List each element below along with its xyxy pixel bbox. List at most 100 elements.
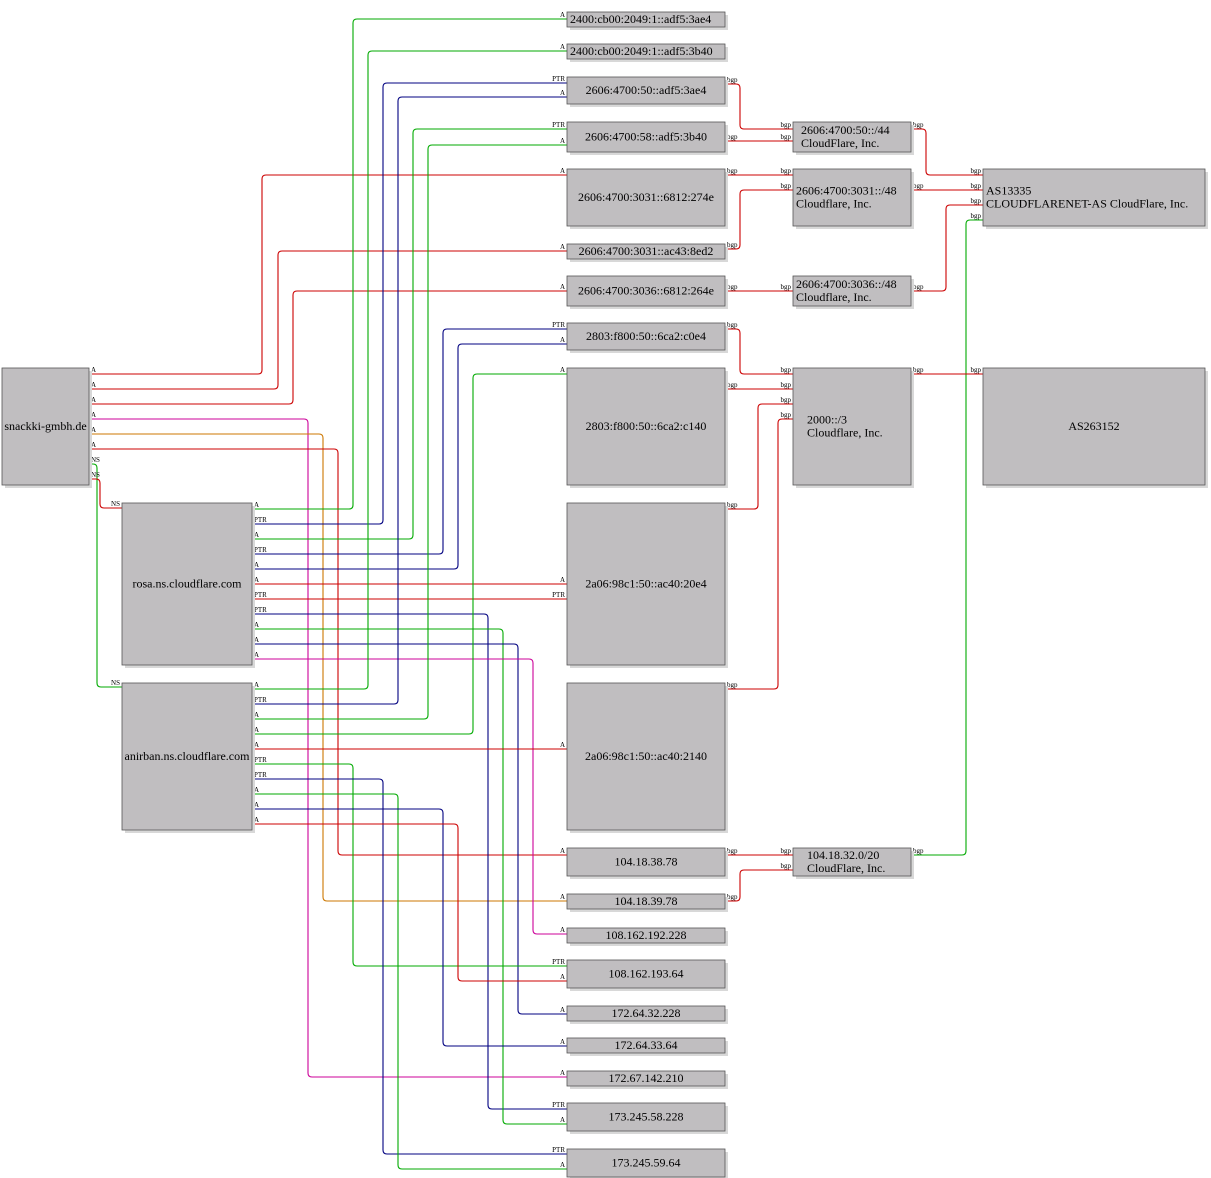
graph-edge (911, 204, 983, 292)
graph-edge (725, 869, 793, 902)
ip-node[interactable]: 2a06:98c1:50::ac40:2140 (566, 682, 728, 833)
edge-label: bgp (727, 847, 738, 855)
graph-edge (252, 808, 567, 1047)
node-label: 172.64.32.228 (612, 1006, 681, 1020)
edge-label: bgp (727, 681, 738, 689)
node-box (566, 1005, 726, 1022)
edge-label: A (254, 711, 259, 719)
node-box (566, 1102, 726, 1132)
node-box (566, 275, 726, 307)
node-label: 108.162.192.228 (606, 928, 687, 942)
edge-label: PTR (552, 1146, 565, 1154)
graph-edge (252, 778, 567, 1155)
graph-edge (252, 343, 567, 570)
ip-node[interactable]: 2400:cb00:2049:1::adf5:3ae4 (566, 11, 728, 30)
domain-node[interactable]: snackki-gmbh.de (1, 367, 92, 488)
graph-edge (89, 250, 567, 390)
node-label: 108.162.193.64 (609, 967, 684, 981)
edge-label: A (560, 137, 565, 145)
edge-label: bgp (913, 366, 924, 374)
graph-edge (252, 18, 567, 510)
ip-node[interactable]: 172.67.142.210 (566, 1070, 728, 1089)
edge-label: PTR (254, 606, 267, 614)
edge-label: PTR (552, 121, 565, 129)
ip-node[interactable]: 2803:f800:50::6ca2:c140 (566, 367, 728, 488)
edge-label: A (560, 1038, 565, 1046)
ip-node[interactable]: 2606:4700:58::adf5:3b40 (566, 121, 728, 155)
edge-label: NS (111, 679, 120, 687)
edge-label: A (560, 43, 565, 51)
node-label: 2803:f800:50::6ca2:c0e4 (586, 329, 706, 343)
as-node[interactable]: AS263152 (982, 367, 1208, 488)
edge-label: A (560, 1116, 565, 1124)
edge-label: bgp (727, 167, 738, 175)
edge-label: NS (91, 471, 100, 479)
node-box (566, 43, 726, 60)
edge-label: PTR (254, 516, 267, 524)
edge-label: A (254, 636, 259, 644)
node-label: 2606:4700:3036::/48 (796, 277, 897, 291)
ip-node[interactable]: 104.18.38.78 (566, 847, 728, 879)
node-box (566, 1070, 726, 1087)
graph-edge (252, 82, 567, 525)
edge-label: bgp (727, 321, 738, 329)
ip-node[interactable]: 173.245.58.228 (566, 1102, 728, 1134)
node-box (982, 168, 1206, 227)
node-label: 2606:4700:50::adf5:3ae4 (586, 83, 707, 97)
edges-layer (89, 18, 983, 1170)
node-label: Cloudflare, Inc. (796, 290, 872, 304)
ip-node[interactable]: 108.162.193.64 (566, 959, 728, 991)
graph-edge (89, 433, 567, 902)
node-label: CloudFlare, Inc. (801, 136, 879, 150)
edge-label: PTR (254, 771, 267, 779)
node-label: 104.18.39.78 (615, 894, 678, 908)
ip-node[interactable]: 172.64.32.228 (566, 1005, 728, 1024)
ip-node[interactable]: 104.18.39.78 (566, 893, 728, 912)
ip-node[interactable]: 2a06:98c1:50::ac40:20e4 (566, 502, 728, 668)
node-box (566, 959, 726, 989)
node-box (982, 367, 1206, 486)
edge-label: bgp (781, 167, 792, 175)
ip-node[interactable]: 2606:4700:50::adf5:3ae4 (566, 76, 728, 107)
ns-anirban-node[interactable]: anirban.ns.cloudflare.com (121, 682, 255, 833)
node-label: Cloudflare, Inc. (796, 197, 872, 211)
edge-label: bgp (971, 366, 982, 374)
ip-node[interactable]: 2803:f800:50::6ca2:c0e4 (566, 322, 728, 353)
ns-rosa-node[interactable]: rosa.ns.cloudflare.com (121, 502, 255, 668)
graph-edge (725, 403, 793, 510)
ip-node[interactable]: 173.245.59.64 (566, 1148, 728, 1178)
ip-node[interactable]: 2606:4700:3036::6812:264e (566, 275, 728, 309)
edge-label: A (254, 651, 259, 659)
edge-label: PTR (254, 756, 267, 764)
edge-label: A (560, 973, 565, 981)
ip-node[interactable]: 172.64.33.64 (566, 1037, 728, 1056)
graph-edge (252, 96, 567, 705)
edge-label: A (254, 561, 259, 569)
graph-edge (725, 189, 793, 250)
graph-edge (89, 174, 567, 375)
edge-label: bgp (781, 381, 792, 389)
node-label: 2606:4700:3031::ac43:8ed2 (579, 244, 714, 258)
ip-node[interactable]: 2606:4700:3031::6812:274e (566, 168, 728, 229)
node-box (566, 11, 726, 28)
node-label: 2a06:98c1:50::ac40:2140 (585, 749, 707, 763)
edge-label: A (254, 741, 259, 749)
edge-label: bgp (781, 121, 792, 129)
graph-edge (89, 448, 567, 856)
edge-label: bgp (971, 212, 982, 220)
edge-label: NS (91, 456, 100, 464)
edge-label: bgp (781, 283, 792, 291)
node-label: anirban.ns.cloudflare.com (125, 749, 251, 763)
edge-label: PTR (552, 75, 565, 83)
edge-label: A (560, 167, 565, 175)
ip-node[interactable]: 2606:4700:3031::ac43:8ed2 (566, 243, 728, 262)
ip-node[interactable]: 108.162.192.228 (566, 927, 728, 946)
edge-label: A (254, 681, 259, 689)
ip-node[interactable]: 2400:cb00:2049:1::adf5:3b40 (566, 43, 728, 62)
